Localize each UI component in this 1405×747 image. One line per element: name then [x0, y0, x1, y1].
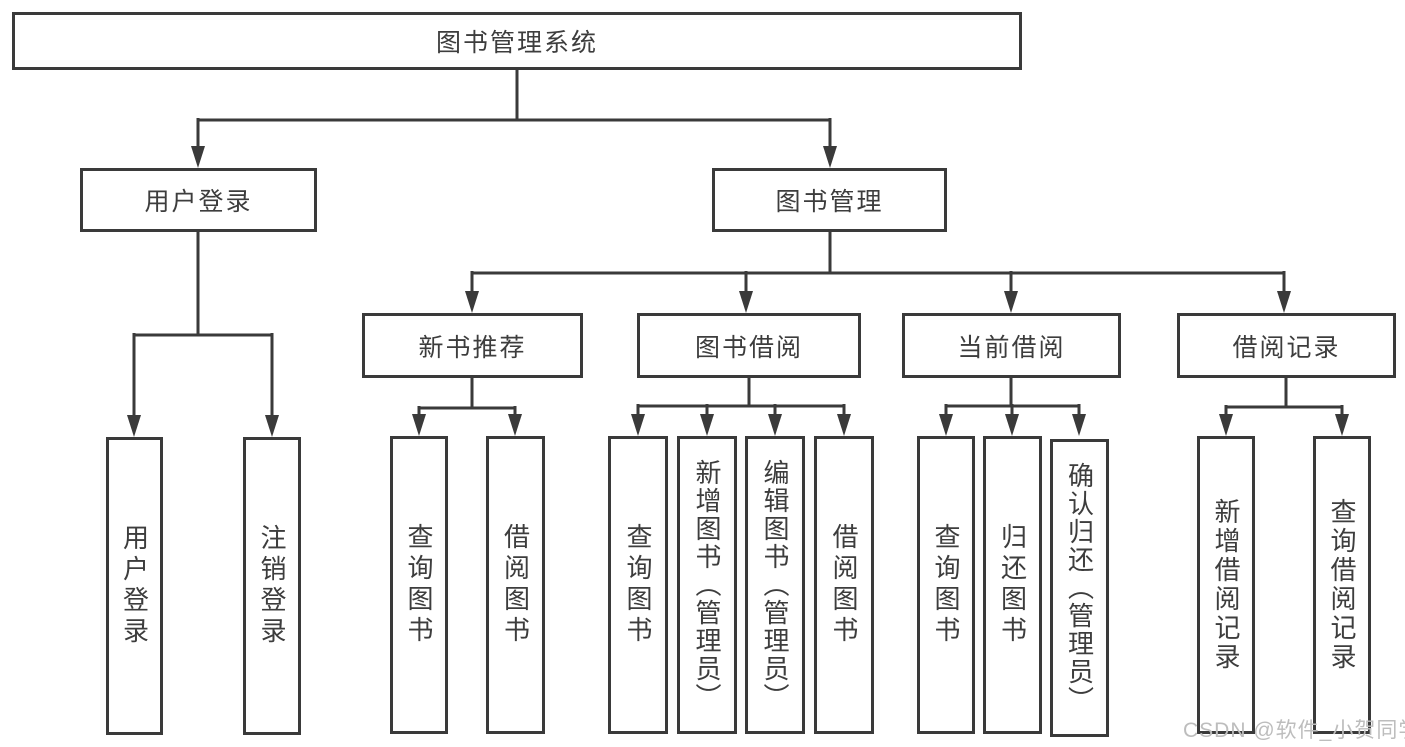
leaf-add-borrow-record: 新增借阅记录 — [1197, 436, 1255, 734]
arrow-icon — [465, 291, 479, 313]
leaf-logout: 注销登录 — [243, 437, 301, 735]
leaf-query-books-borrow: 查询图书 — [608, 436, 668, 734]
arrow-icon — [939, 414, 953, 436]
leaf-borrow-books-recommend: 借阅图书 — [486, 436, 545, 734]
arrow-icon — [823, 146, 837, 168]
arrow-icon — [1335, 414, 1349, 436]
arrow-icon — [191, 146, 205, 168]
leaf-edit-book-admin: 编辑图书（管理员） — [745, 436, 805, 734]
node-root: 图书管理系统 — [12, 12, 1022, 70]
leaf-user-login: 用户登录 — [106, 437, 163, 735]
arrow-icon — [412, 414, 426, 436]
node-current-borrow: 当前借阅 — [902, 313, 1121, 378]
leaf-add-book-admin: 新增图书（管理员） — [677, 436, 737, 734]
leaf-borrow-books: 借阅图书 — [814, 436, 874, 734]
arrow-icon — [1277, 291, 1291, 313]
leaf-query-books-current: 查询图书 — [917, 436, 975, 734]
arrow-icon — [508, 414, 522, 436]
tree-edges — [132, 70, 1344, 420]
arrowheads — [127, 146, 1349, 437]
arrow-icon — [631, 414, 645, 436]
watermark: CSDN @软件_小贺同学 — [1183, 719, 1405, 742]
arrow-icon — [1072, 414, 1086, 436]
arrow-icon — [1219, 414, 1233, 436]
arrow-icon — [265, 415, 279, 437]
arrow-icon — [700, 414, 714, 436]
leaf-query-books-recommend: 查询图书 — [390, 436, 448, 734]
leaf-query-borrow-record: 查询借阅记录 — [1313, 436, 1371, 734]
node-book-borrow: 图书借阅 — [637, 313, 861, 378]
node-borrow-records: 借阅记录 — [1177, 313, 1396, 378]
node-user-login: 用户登录 — [80, 168, 317, 232]
arrow-icon — [127, 415, 141, 437]
arrow-icon — [768, 414, 782, 436]
node-new-book-recommend: 新书推荐 — [362, 313, 583, 378]
arrow-icon — [837, 414, 851, 436]
arrow-icon — [1004, 291, 1018, 313]
arrow-icon — [739, 291, 753, 313]
arrow-icon — [1005, 414, 1019, 436]
leaf-return-books: 归还图书 — [983, 436, 1042, 734]
leaf-confirm-return-admin: 确认归还（管理员） — [1050, 439, 1109, 737]
node-book-management: 图书管理 — [712, 168, 947, 232]
